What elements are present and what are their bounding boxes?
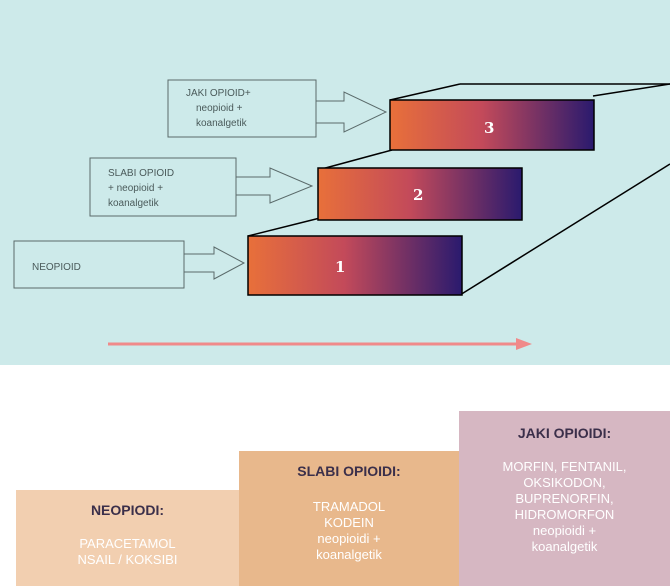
neopioid-box: NEOPIOID [13,240,185,289]
jaki-box-line-2: neopioid + [196,103,243,114]
column-jaki-opioidi-line: HIDROMORFON [514,507,615,522]
column-jaki-opioidi-line: BUPRENORFIN, [515,491,614,506]
step-1: 1 [247,235,463,296]
column-neopioidi: NEOPIODI: PARACETAMOL NSAIL / KOKSIBI [16,490,239,586]
column-slabi-opioidi-line: KODEIN [324,515,374,530]
step-2-number: 2 [413,186,423,204]
slabi-box-line-3: koanalgetik [108,198,160,209]
step-1-number: 1 [335,258,345,276]
slabi-box-line-1: SLABI OPIOID [108,168,174,179]
column-jaki-opioidi-title: JAKI OPIOIDI: [517,425,612,441]
column-slabi-opioidi-line: koanalgetik [316,547,382,562]
column-jaki-opioidi-line: neopioidi + [532,523,597,538]
jaki-box-line-3: koanalgetik [196,118,248,129]
staircase-panel: 1 2 3 NEOPIOID SLABI OPIOID + neopioid +… [0,0,670,365]
column-neopioidi-line: NSAIL / KOKSIBI [77,552,178,567]
column-slabi-opioidi-title: SLABI OPIOIDI: [297,463,401,479]
step-3: 3 [389,99,595,151]
column-jaki-opioidi-line: OKSIKODON, [523,475,606,490]
column-neopioidi-line: PARACETAMOL [79,536,176,551]
slabi-arrow-icon [235,167,314,204]
neopioid-box-line-1: NEOPIOID [32,262,81,273]
jaki-opioid-box: JAKI OPIOID+ neopioid + koanalgetik [167,79,317,138]
jaki-arrow-icon [315,91,388,133]
progression-arrow-icon [108,338,532,350]
step-2: 2 [317,167,523,221]
column-jaki-opioidi-line: MORFIN, FENTANIL, [502,459,627,474]
step-3-number: 3 [484,119,494,137]
column-slabi-opioidi: SLABI OPIOIDI: TRAMADOL KODEIN neopioidi… [239,451,459,586]
slabi-box-line-2: + neopioid + [108,183,163,194]
column-slabi-opioidi-line: neopioidi + [317,531,381,546]
column-slabi-opioidi-line: TRAMADOL [312,499,386,514]
staircase-diagram: 1 2 3 NEOPIOID SLABI OPIOID + neopioid +… [13,79,670,350]
column-neopioidi-title: NEOPIODI: [90,502,165,518]
staircase-outline [247,83,670,296]
neopioid-arrow-icon [183,246,246,280]
slabi-opioid-box: SLABI OPIOID + neopioid + koanalgetik [89,157,237,217]
column-jaki-opioidi-line: koanalgetik [531,539,598,554]
column-jaki-opioidi: JAKI OPIOIDI: MORFIN, FENTANIL, OKSIKODO… [459,411,670,586]
jaki-box-line-1: JAKI OPIOID+ [186,88,251,99]
